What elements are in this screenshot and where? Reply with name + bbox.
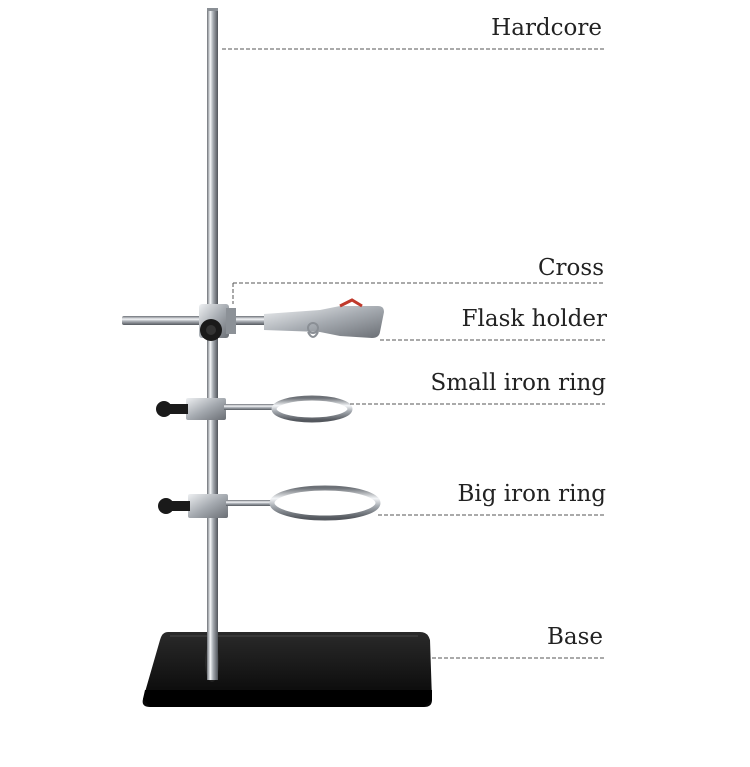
base-plate bbox=[142, 632, 433, 707]
main-rod bbox=[207, 8, 218, 680]
cross-clamp bbox=[122, 304, 294, 341]
small-iron-ring bbox=[156, 395, 353, 423]
label-hardcore: Hardcore bbox=[491, 15, 602, 41]
label-base: Base bbox=[546, 624, 603, 650]
label-flask-holder: Flask holder bbox=[461, 306, 607, 332]
label-small-iron-ring: Small iron ring bbox=[430, 370, 606, 396]
flask-holder bbox=[264, 298, 384, 338]
label-cross: Cross bbox=[537, 255, 604, 281]
label-big-iron-ring: Big iron ring bbox=[457, 481, 606, 507]
leader-lines bbox=[222, 48, 605, 659]
big-iron-ring bbox=[158, 485, 381, 521]
